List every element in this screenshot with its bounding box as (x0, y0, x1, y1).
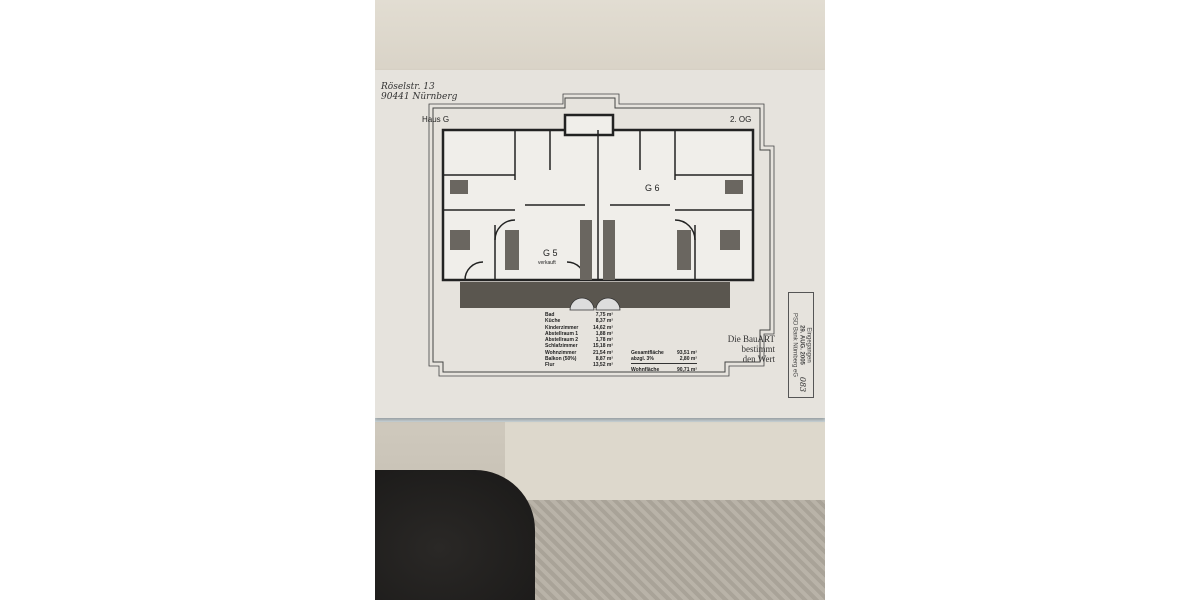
photo: Röselstr. 13 90441 Nürnberg (375, 0, 825, 600)
floor-plan-sheet: Röselstr. 13 90441 Nürnberg (375, 70, 825, 418)
total-row: abzgl. 3%2,80 m² (631, 356, 697, 364)
house-label: Haus G (422, 115, 450, 124)
dark-cloth (375, 470, 535, 600)
rug (525, 490, 825, 600)
table-corner (505, 420, 825, 500)
handwritten-city: 90441 Nürnberg (381, 92, 458, 102)
unit-g5-label: G 5 (543, 248, 558, 258)
floor-plan-drawing (428, 93, 775, 377)
unit-g6-label: G 6 (645, 183, 660, 193)
area-row: Balkon (50%)8,87 m² (545, 356, 613, 363)
floor-label: 2. OG (730, 115, 752, 124)
unit-g5-status: verkauft (538, 260, 556, 266)
handwritten-street: Röselstr. 13 (381, 82, 435, 92)
page-number: 083 (798, 376, 808, 393)
table-surface (375, 0, 825, 80)
